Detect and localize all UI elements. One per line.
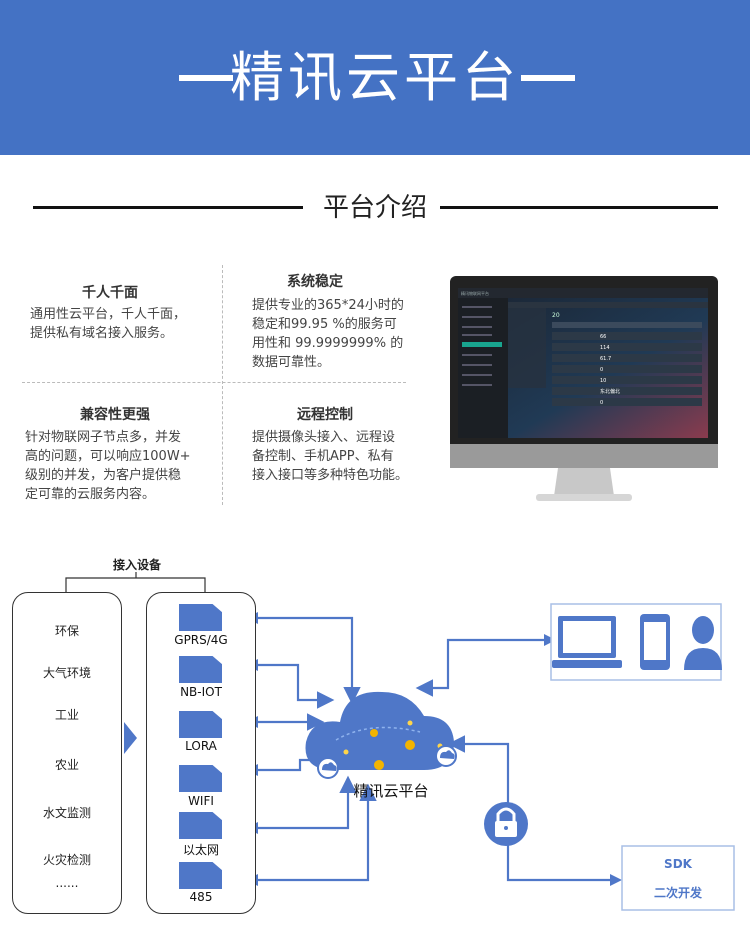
section-line-left: [33, 206, 303, 209]
feature-desc-line: 接入接口等多种特色功能。: [252, 468, 409, 483]
device-label: NB-IOT: [180, 685, 222, 699]
sdk-label: SDK: [664, 857, 692, 871]
feature-desc-1: 通用性云平台，千人千面， 提供私有域名接入服务。: [30, 305, 186, 343]
monitor-value: 10: [600, 378, 606, 384]
feature-desc-line: 针对物联网子节点多，并发: [25, 430, 182, 445]
section-title: 平台介绍: [322, 193, 427, 223]
monitor-counter: 20: [552, 312, 560, 319]
feature-title-4: 远程控制: [297, 407, 353, 423]
feature-desc-line: 备控制、手机APP、私有: [252, 449, 394, 464]
monitor-value: 114: [600, 345, 610, 351]
feature-divider-horizontal: [22, 382, 406, 383]
cloud-platform-label: 精讯云平台: [353, 782, 429, 800]
industry-item: 环保: [54, 624, 79, 638]
feature-desc-line: 定可靠的云服务内容。: [25, 487, 156, 502]
device-label: LORA: [185, 739, 217, 753]
chip-icon: [179, 812, 222, 839]
feature-desc-line: 数据可靠性。: [252, 355, 331, 370]
banner-title: 精讯云平台: [230, 46, 520, 109]
chip-icon: [179, 711, 222, 738]
monitor-illustration: 精讯物联网平台 20 66 114 61.7 0 10 东北偏北 0: [450, 276, 718, 501]
monitor-value: 0: [600, 367, 603, 373]
feature-title-1: 千人千面: [82, 285, 138, 301]
lock-icon: [484, 802, 528, 846]
industry-item: 农业: [54, 758, 79, 772]
feature-desc-line: 提供专业的365*24小时的: [252, 298, 404, 313]
device-label: GPRS/4G: [174, 633, 228, 647]
device-label: 以太网: [182, 843, 219, 857]
feature-divider-vertical: [222, 265, 223, 505]
feature-title-2: 系统稳定: [287, 274, 343, 290]
monitor-value: 东北偏北: [600, 388, 620, 395]
industry-box: [12, 592, 122, 914]
header-banner: 精讯云平台: [0, 0, 750, 155]
feature-desc-line: 高的问题，可以响应100W+: [25, 449, 191, 464]
feature-desc-line: 提供私有域名接入服务。: [30, 326, 174, 341]
feature-desc-line: 用性和 99.9999999% 的: [252, 336, 404, 351]
feature-desc-line: 通用性云平台，千人千面，: [30, 307, 187, 322]
chip-icon: [179, 656, 222, 683]
device-box: [146, 592, 256, 914]
chip-icon: [179, 604, 222, 631]
device-label: WIFI: [188, 794, 214, 808]
banner-line-left: [179, 75, 233, 81]
monitor-app-title: 精讯物联网平台: [461, 290, 489, 296]
feature-desc-line: 级别的并发，为客户提供稳: [25, 468, 182, 483]
phone-icon: [640, 614, 670, 670]
monitor-value: 61.7: [600, 356, 611, 362]
industry-item: 火灾检测: [42, 853, 91, 867]
laptop-icon: [552, 616, 622, 668]
industry-item: ......: [55, 876, 79, 890]
chip-icon: [179, 862, 222, 889]
device-label: 485: [189, 890, 213, 904]
access-devices-title: 接入设备: [112, 558, 161, 572]
monitor-value: 0: [600, 400, 603, 406]
industry-item: 水文监测: [42, 806, 91, 820]
feature-title-3: 兼容性更强: [80, 407, 150, 423]
cloud-icon: [305, 691, 457, 779]
feature-desc-line: 稳定和99.95 %的服务可: [252, 317, 397, 332]
feature-desc-line: 提供摄像头接入、远程设: [252, 430, 396, 445]
chip-icon: [179, 765, 222, 792]
feature-desc-3: 针对物联网子节点多，并发 高的问题，可以响应100W+ 级别的并发，为客户提供稳…: [25, 428, 191, 504]
feature-desc-2: 提供专业的365*24小时的 稳定和99.95 %的服务可 用性和 99.999…: [252, 296, 404, 372]
section-line-right: [440, 206, 718, 209]
user-icon: [684, 616, 722, 670]
sdk-desc-label: 二次开发: [653, 886, 702, 900]
industry-item: 工业: [54, 708, 79, 722]
banner-line-right: [521, 75, 575, 81]
industry-item: 大气环境: [42, 666, 91, 680]
monitor-value: 66: [600, 334, 606, 340]
feature-desc-4: 提供摄像头接入、远程设 备控制、手机APP、私有 接入接口等多种特色功能。: [252, 428, 408, 485]
